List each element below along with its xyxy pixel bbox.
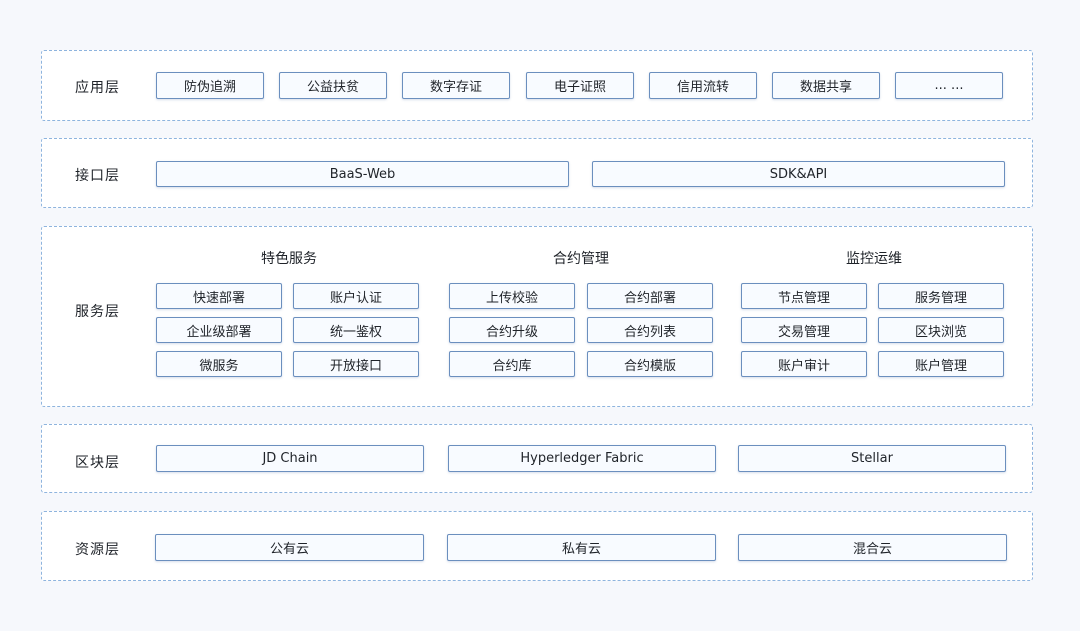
- app-box-credit-transfer: 信用流转: [649, 72, 757, 99]
- app-box-charity: 公益扶贫: [279, 72, 387, 99]
- resource-box-hybrid-cloud: 混合云: [738, 534, 1007, 561]
- layer-label-application: 应用层: [75, 80, 120, 96]
- app-box-data-sharing: 数据共享: [772, 72, 880, 99]
- resource-box-public-cloud: 公有云: [155, 534, 424, 561]
- resource-box-private-cloud: 私有云: [447, 534, 716, 561]
- api-box-sdk-api: SDK&API: [592, 161, 1005, 187]
- service-layer: 服务层 特色服务 合约管理 监控运维 快速部署 账户认证 企业级部署 统一鉴权 …: [41, 226, 1033, 407]
- chain-box-jd-chain: JD Chain: [156, 445, 424, 472]
- service-box: 合约升级: [449, 317, 575, 343]
- app-box-e-license: 电子证照: [526, 72, 634, 99]
- app-box-anti-counterfeit: 防伪追溯: [156, 72, 264, 99]
- group-title-contract-management: 合约管理: [553, 251, 609, 267]
- layer-label-block: 区块层: [75, 455, 120, 471]
- service-box: 开放接口: [293, 351, 419, 377]
- layer-label-interface: 接口层: [75, 168, 120, 184]
- service-box: 合约库: [449, 351, 575, 377]
- layer-label-resource: 资源层: [75, 542, 120, 558]
- app-box-digital-evidence: 数字存证: [402, 72, 510, 99]
- resource-layer: 资源层 公有云 私有云 混合云: [41, 511, 1033, 581]
- service-box: 合约部署: [587, 283, 713, 309]
- service-box: 节点管理: [741, 283, 867, 309]
- layer-label-service: 服务层: [75, 304, 120, 320]
- interface-layer: 接口层 BaaS-Web SDK&API: [41, 138, 1033, 208]
- service-box: 账户管理: [878, 351, 1004, 377]
- service-box: 合约模版: [587, 351, 713, 377]
- service-box: 服务管理: [878, 283, 1004, 309]
- service-box: 交易管理: [741, 317, 867, 343]
- service-box: 合约列表: [587, 317, 713, 343]
- block-layer: 区块层 JD Chain Hyperledger Fabric Stellar: [41, 424, 1033, 493]
- application-layer: 应用层 防伪追溯 公益扶贫 数字存证 电子证照 信用流转 数据共享 ... ..…: [41, 50, 1033, 121]
- chain-box-stellar: Stellar: [738, 445, 1006, 472]
- api-box-baas-web: BaaS-Web: [156, 161, 569, 187]
- service-box: 区块浏览: [878, 317, 1004, 343]
- service-box: 企业级部署: [156, 317, 282, 343]
- service-box: 统一鉴权: [293, 317, 419, 343]
- group-title-featured-services: 特色服务: [261, 251, 317, 267]
- service-box: 上传校验: [449, 283, 575, 309]
- app-box-more: ... ...: [895, 72, 1003, 99]
- service-box: 微服务: [156, 351, 282, 377]
- service-box: 账户审计: [741, 351, 867, 377]
- service-box: 快速部署: [156, 283, 282, 309]
- group-title-monitoring-ops: 监控运维: [846, 251, 902, 267]
- chain-box-hyperledger-fabric: Hyperledger Fabric: [448, 445, 716, 472]
- service-box: 账户认证: [293, 283, 419, 309]
